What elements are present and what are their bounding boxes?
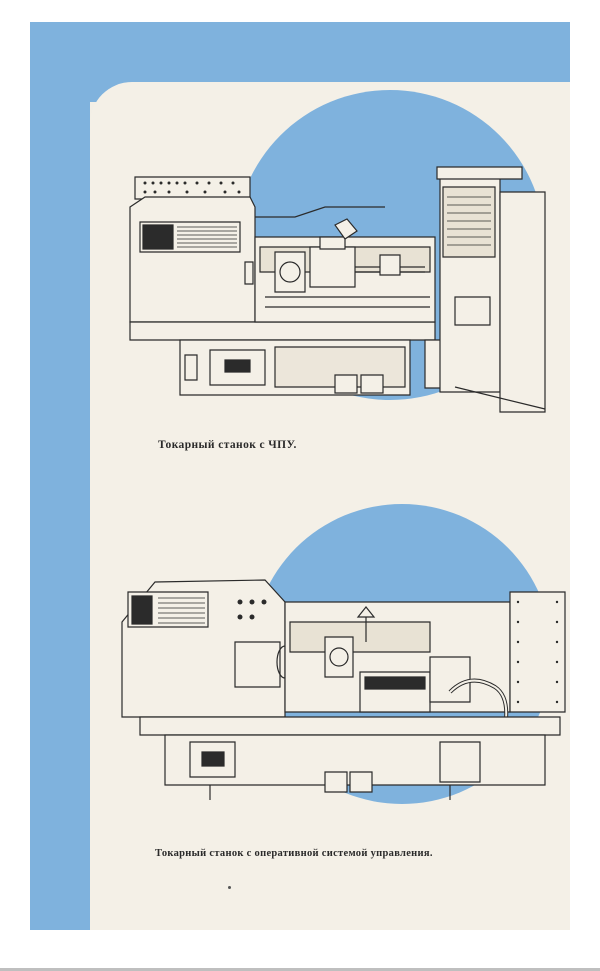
leaflet-page: Токарный станок с ЧПУ. Токарный станок с… [30,22,570,930]
blue-left-band [30,22,90,930]
print-speck [228,886,231,889]
bottom-divider [0,968,600,971]
caption-cnc-lathe: Токарный станок с ЧПУ. [158,439,297,451]
cnc-lathe-illustration [125,147,555,417]
operative-lathe-illustration [110,562,570,822]
caption-operative-lathe: Токарный станок с оперативной системой у… [155,848,433,859]
